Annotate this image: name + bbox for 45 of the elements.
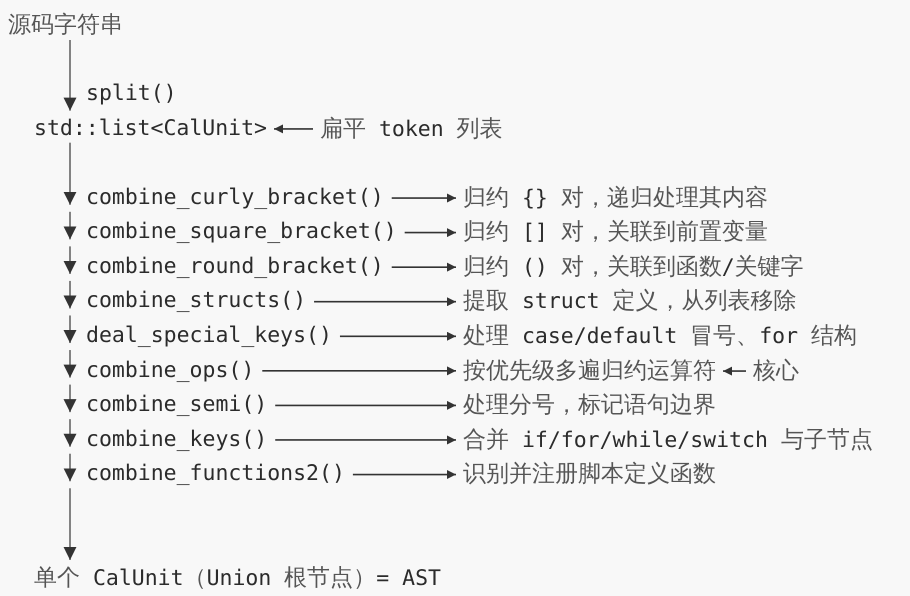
description-text: 归约 () 对，关联到函数/关键字 [463, 254, 804, 281]
arrow [274, 124, 313, 134]
description-text: 按优先级多遍归约运算符 [463, 358, 716, 385]
type-label: std::list<CalUnit> [34, 116, 267, 142]
result-label: 单个 CalUnit（Union 根节点）= AST [34, 564, 441, 592]
function-name: combine_semi() [86, 392, 268, 418]
function-name: combine_ops() [86, 358, 254, 384]
description-text: 提取 struct 定义，从列表移除 [463, 288, 797, 316]
arrow [723, 366, 746, 376]
function-name: combine_curly_bracket() [86, 184, 384, 211]
arrow [275, 400, 456, 410]
arrow [404, 228, 456, 238]
arrow [64, 315, 76, 344]
arrow [64, 142, 76, 205]
arrow [314, 297, 456, 306]
arrow [64, 488, 76, 560]
annotation-text: 扁平 token 列表 [320, 116, 503, 143]
function-name: combine_structs() [86, 288, 306, 314]
arrow [64, 280, 76, 308]
description-text: 处理分号，标记语句边界 [463, 392, 716, 420]
arrow [262, 366, 456, 376]
arrow [352, 470, 456, 480]
text-label: 源码字符串 [8, 12, 123, 39]
function-name: combine_round_bracket() [86, 254, 384, 280]
arrow [64, 454, 76, 482]
arrow [275, 435, 456, 444]
arrow [392, 194, 456, 203]
description-text: 处理 case/default 冒号、for 结构 [463, 323, 857, 350]
function-name: combine_functions2() [86, 461, 345, 488]
arrow [340, 332, 456, 341]
arrow [64, 419, 76, 447]
arrow [64, 246, 76, 274]
function-name: deal_special_keys() [86, 323, 332, 350]
arrow [392, 262, 456, 272]
function-name: combine_keys() [86, 426, 268, 453]
description-text: 归约 [] 对，关联到前置变量 [463, 219, 768, 246]
description-text: 合并 if/for/while/switch 与子节点 [463, 426, 873, 454]
arrow [64, 384, 76, 412]
annotation-text: 核心 [753, 358, 799, 385]
description-text: 归约 {} 对，递归处理其内容 [463, 184, 768, 212]
arrow [64, 212, 76, 240]
description-text: 识别并注册脚本定义函数 [463, 461, 716, 488]
function-name: combine_square_bracket() [86, 219, 397, 246]
arrow [64, 350, 76, 378]
arrow [64, 40, 76, 111]
